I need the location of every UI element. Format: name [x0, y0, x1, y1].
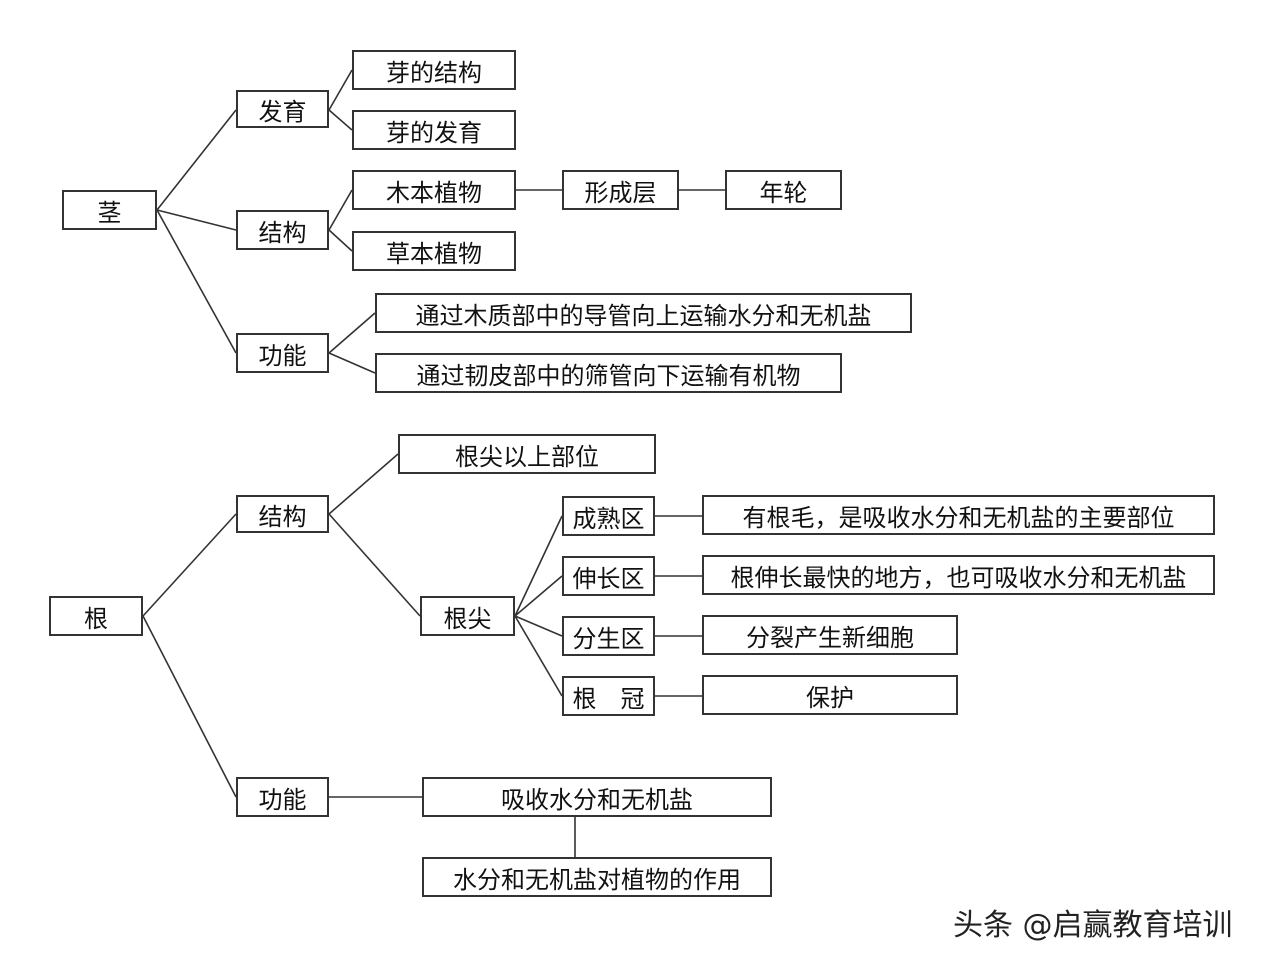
node-root-tip: 根尖 — [420, 596, 515, 636]
node-annual-ring: 年轮 — [725, 170, 842, 210]
node-zone-maturation: 成熟区 — [562, 496, 655, 536]
node-above-tip: 根尖以上部位 — [398, 434, 656, 474]
node-root-structure: 结构 — [236, 495, 329, 533]
node-zone-elongation: 伸长区 — [562, 556, 655, 596]
node-bud-development: 芽的发育 — [352, 110, 516, 150]
desc-maturation: 有根毛，是吸收水分和无机盐的主要部位 — [702, 495, 1215, 535]
node-stem: 茎 — [62, 190, 157, 230]
node-zone-meristem: 分生区 — [562, 616, 655, 656]
node-root-function: 功能 — [236, 777, 329, 817]
node-zone-cap: 根 冠 — [562, 676, 655, 716]
desc-cap: 保护 — [702, 675, 958, 715]
node-herb: 草本植物 — [352, 231, 516, 271]
watermark: 头条 @启赢教育培训 — [953, 908, 1233, 943]
node-stem-development: 发育 — [236, 90, 329, 128]
desc-elongation: 根伸长最快的地方，也可吸收水分和无机盐 — [702, 555, 1215, 595]
node-absorb: 吸收水分和无机盐 — [422, 777, 772, 817]
node-stem-function: 功能 — [236, 333, 329, 373]
node-woody: 木本植物 — [352, 170, 516, 210]
node-bud-structure: 芽的结构 — [352, 50, 516, 90]
node-root: 根 — [49, 596, 143, 636]
node-xylem: 通过木质部中的导管向上运输水分和无机盐 — [375, 293, 912, 333]
node-phloem: 通过韧皮部中的筛管向下运输有机物 — [375, 353, 842, 393]
node-stem-structure: 结构 — [236, 210, 329, 250]
node-role: 水分和无机盐对植物的作用 — [422, 857, 772, 897]
node-cambium: 形成层 — [562, 170, 679, 210]
desc-meristem: 分裂产生新细胞 — [702, 615, 958, 655]
